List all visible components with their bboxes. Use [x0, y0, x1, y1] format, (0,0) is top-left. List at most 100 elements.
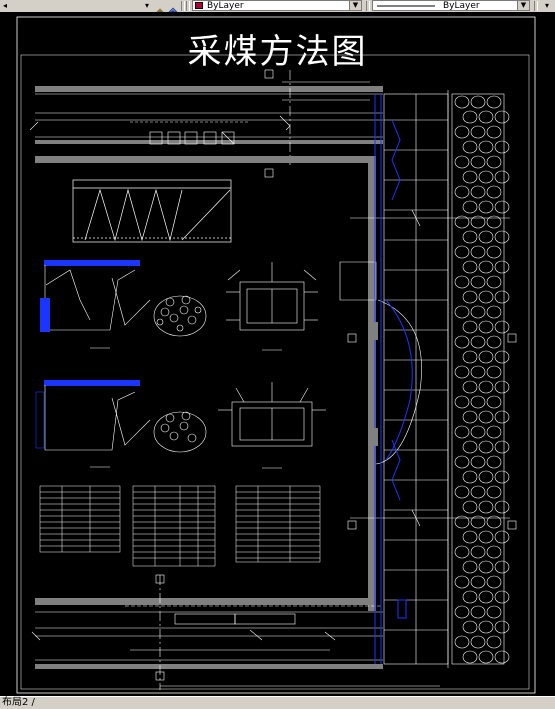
- rock-ellipse: [454, 545, 470, 559]
- rock-ellipse: [454, 605, 470, 619]
- rock-ellipse: [478, 560, 494, 574]
- face-grid: [339, 90, 510, 668]
- caved-rock-pattern: [451, 93, 505, 665]
- rock-ellipse: [462, 320, 478, 334]
- drawing-canvas[interactable]: 采煤方法图: [0, 12, 555, 696]
- rock-ellipse: [478, 590, 494, 604]
- rock-ellipse: [462, 110, 478, 124]
- rock-ellipse: [486, 305, 502, 319]
- rock-ellipse: [454, 305, 470, 319]
- properties-toolbar: ◂ ▾ ByLayer ▼ ByLayer ▼ ▾: [0, 0, 555, 15]
- rock-ellipse: [462, 620, 478, 634]
- rock-ellipse: [470, 185, 486, 199]
- rock-ellipse: [486, 635, 502, 649]
- layer-dropdown-arrow-icon[interactable]: ▾: [144, 1, 149, 10]
- rock-ellipse: [454, 395, 470, 409]
- hatch-pads: [368, 322, 378, 446]
- rock-ellipse: [462, 200, 478, 214]
- outer-frame: [16, 16, 536, 694]
- rock-ellipse: [470, 155, 486, 169]
- rock-ellipse: [462, 560, 478, 574]
- rock-ellipse: [454, 455, 470, 469]
- rock-ellipse: [462, 290, 478, 304]
- rock-ellipse: [478, 500, 494, 514]
- cad-drawing: [16, 16, 536, 694]
- rock-ellipse: [462, 260, 478, 274]
- rock-ellipse: [494, 260, 510, 274]
- rock-ellipse: [454, 575, 470, 589]
- inner-frame: [20, 54, 530, 690]
- rock-ellipse: [454, 185, 470, 199]
- cycle-graph: [72, 179, 232, 243]
- color-swatch-icon: [195, 2, 203, 9]
- rock-ellipse: [470, 215, 486, 229]
- linetype-combo-value: ByLayer: [443, 1, 480, 11]
- drawing-title: 采煤方法图: [187, 32, 368, 72]
- rock-ellipse: [494, 320, 510, 334]
- rock-ellipse: [470, 515, 486, 529]
- rock-ellipse: [486, 245, 502, 259]
- rock-ellipse: [454, 365, 470, 379]
- toolbar-scroll-left-icon[interactable]: ◂: [2, 1, 7, 10]
- rock-ellipses: [454, 95, 510, 664]
- parameter-tables: [39, 485, 321, 567]
- section-a: [40, 260, 207, 349]
- rock-ellipse: [494, 290, 510, 304]
- rock-ellipse: [470, 335, 486, 349]
- rock-ellipse: [470, 245, 486, 259]
- rock-ellipse: [486, 155, 502, 169]
- rock-ellipse: [454, 215, 470, 229]
- toolbar-scroll-right-icon[interactable]: ▾: [544, 1, 549, 10]
- rock-ellipse: [494, 650, 510, 664]
- toolbar-separator: [534, 1, 538, 11]
- rock-ellipse: [462, 350, 478, 364]
- rock-ellipse: [494, 530, 510, 544]
- linetype-combo[interactable]: ByLayer ▼: [372, 0, 530, 11]
- rock-ellipse: [486, 575, 502, 589]
- rock-ellipse: [486, 275, 502, 289]
- color-combo[interactable]: ByLayer ▼: [192, 0, 362, 11]
- rock-ellipse: [462, 470, 478, 484]
- rock-ellipse: [486, 215, 502, 229]
- rock-ellipse: [462, 530, 478, 544]
- rock-ellipse: [486, 125, 502, 139]
- rock-ellipse: [478, 170, 494, 184]
- rock-ellipse: [454, 485, 470, 499]
- rock-ellipse: [486, 515, 502, 529]
- rock-ellipse: [494, 500, 510, 514]
- rock-ellipse: [454, 245, 470, 259]
- rock-ellipse: [486, 425, 502, 439]
- section-markers: [347, 333, 517, 530]
- rock-ellipse: [478, 290, 494, 304]
- rock-ellipse: [462, 500, 478, 514]
- rock-ellipse: [470, 485, 486, 499]
- layer-states-icon[interactable]: [168, 1, 178, 15]
- rock-ellipse: [454, 515, 470, 529]
- rock-ellipse: [486, 365, 502, 379]
- rock-ellipse: [478, 200, 494, 214]
- color-dropdown-arrow-icon[interactable]: ▼: [349, 1, 361, 10]
- rock-ellipse: [478, 350, 494, 364]
- rock-ellipse: [470, 305, 486, 319]
- rock-ellipse: [486, 455, 502, 469]
- rock-ellipse: [470, 575, 486, 589]
- rock-ellipse: [462, 170, 478, 184]
- rock-ellipse: [478, 140, 494, 154]
- rock-ellipse: [486, 185, 502, 199]
- layer-previous-icon[interactable]: [155, 1, 165, 15]
- linetype-dropdown-arrow-icon[interactable]: ▼: [517, 1, 529, 10]
- toolbar-separator: [181, 1, 185, 11]
- rock-ellipse: [470, 635, 486, 649]
- rock-ellipse: [470, 455, 486, 469]
- lower-roadway: [31, 574, 440, 690]
- toolbar-separator: [186, 1, 190, 11]
- rock-ellipse: [454, 95, 470, 109]
- rock-ellipse: [470, 275, 486, 289]
- layout-tab-bar: 布局2 /: [0, 696, 555, 709]
- rock-ellipse: [470, 95, 486, 109]
- rock-ellipse: [478, 440, 494, 454]
- rock-ellipse: [462, 410, 478, 424]
- rock-ellipse: [462, 380, 478, 394]
- layout-tab[interactable]: 布局2 /: [2, 697, 35, 708]
- rock-ellipse: [454, 155, 470, 169]
